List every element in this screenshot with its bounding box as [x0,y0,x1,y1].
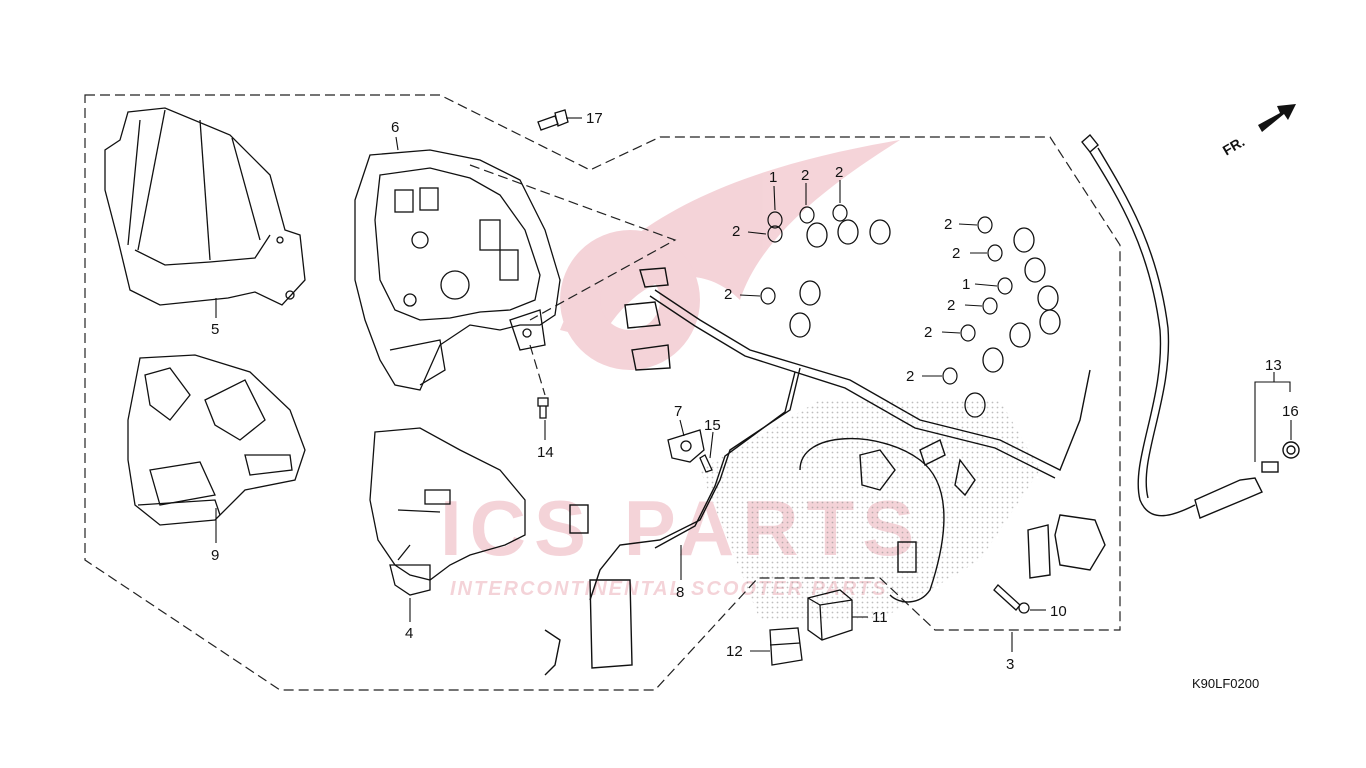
callout-bulb-2d: 2 [724,286,732,303]
screw-17-part [537,109,569,131]
wire-harness-part [544,267,1106,676]
callout-bulb-2i: 2 [906,368,914,385]
callout-6: 6 [391,119,399,136]
front-direction-marker: FR. [1220,104,1296,158]
shading-region [700,400,1040,620]
callout-bulb-2f: 2 [952,245,960,262]
callout-bulb-2c: 2 [732,223,740,240]
callout-10: 10 [1050,603,1067,620]
callout-labels: 5 9 6 17 14 4 7 15 8 12 11 3 10 13 16 1 … [211,110,1299,673]
callout-bulb-1b: 1 [962,276,970,293]
callout-7: 7 [674,403,682,420]
connector-12-part [769,627,803,666]
callout-5: 5 [211,321,219,338]
bulb-sockets [789,219,1061,418]
callout-8: 8 [676,584,684,601]
meter-housing-part [354,149,561,391]
bracket-dashed-leader [529,344,546,396]
screw-15-part [699,454,713,473]
diagram-reference-code: K90LF0200 [1192,676,1259,691]
meter-case-part [127,354,306,526]
callout-3: 3 [1006,656,1014,673]
watermark-wing-shape [560,140,900,340]
callout-bulb-2g: 2 [947,297,955,314]
relay-11-part [807,589,853,641]
meter-cover-part [104,107,306,306]
bulbs [760,204,1013,385]
meter-board-part [369,427,526,596]
callout-14: 14 [537,444,554,461]
callout-12: 12 [726,643,743,660]
leader-lines [215,117,1292,652]
clamp-7-part [667,429,705,463]
outer-dashed-boundary [84,94,1121,691]
callout-9: 9 [211,547,219,564]
callout-11: 11 [872,609,888,626]
callout-bulb-2a: 2 [801,167,809,184]
harness-dashed-leader [469,164,677,321]
callout-17: 17 [586,110,603,127]
callout-16: 16 [1282,403,1299,420]
front-arrow-icon [1258,104,1296,132]
watermark-gear-shape [560,230,700,370]
bolt-10-part [993,584,1030,614]
callout-bulb-2e: 2 [944,216,952,233]
group-outlines [84,94,1121,691]
callout-bulb-2h: 2 [924,324,932,341]
callout-4: 4 [405,625,413,642]
front-direction-label: FR. [1220,133,1248,158]
callout-15: 15 [704,417,721,434]
speedometer-cable-part [1081,133,1300,519]
bolt-14-part [537,397,549,419]
callout-13: 13 [1265,357,1282,374]
callout-bulb-1a: 1 [769,169,777,186]
callout-bulb-2b: 2 [835,164,843,181]
